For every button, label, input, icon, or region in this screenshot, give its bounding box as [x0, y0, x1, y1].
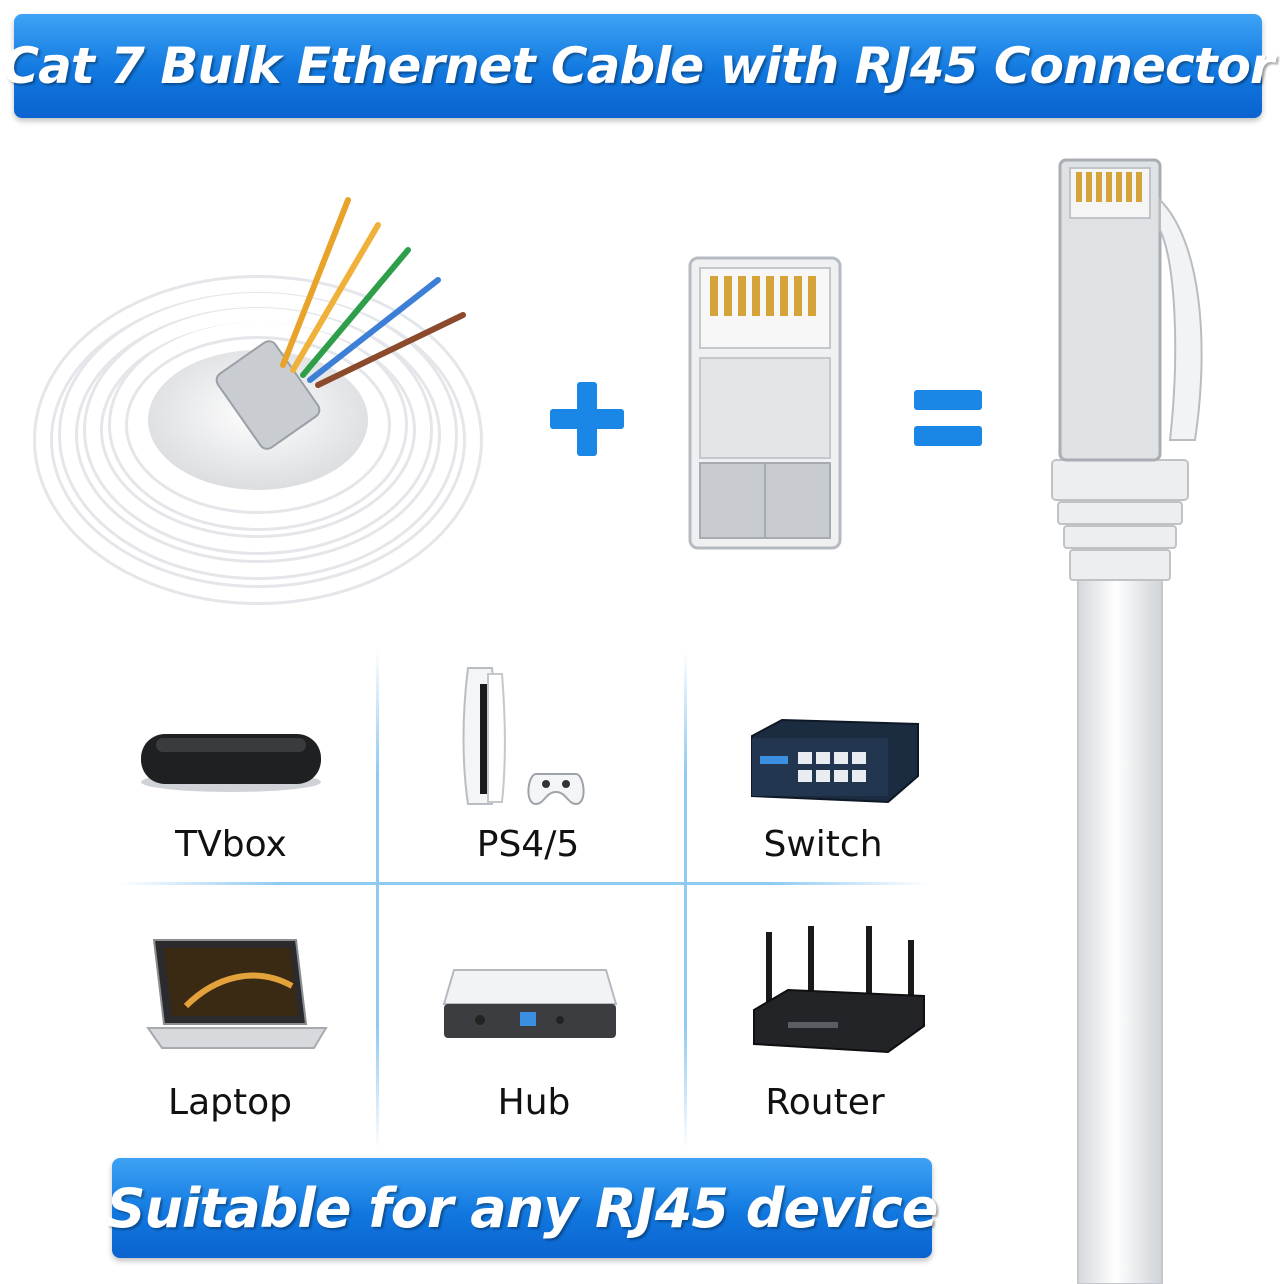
cable-coil-image — [33, 197, 483, 605]
router-icon — [753, 926, 925, 1054]
grid-divider-horizontal — [120, 882, 930, 885]
game-console-icon — [462, 667, 585, 806]
page-title: Cat 7 Bulk Ethernet Cable with RJ45 Conn… — [2, 37, 1274, 95]
laptop-icon — [146, 939, 328, 1049]
ethernet-cable-end-image — [1051, 158, 1203, 1284]
device-label-router: Router — [765, 1082, 885, 1123]
rj45-connector-image — [688, 256, 842, 550]
device-label-switch: Switch — [763, 824, 883, 865]
device-label-tvbox: TVbox — [175, 824, 287, 865]
tvbox-icon — [141, 734, 321, 792]
device-label-ps45: PS4/5 — [476, 824, 580, 865]
grid-divider-vertical-1 — [376, 650, 379, 1150]
plus-icon — [550, 382, 624, 456]
grid-divider-vertical-2 — [684, 650, 687, 1150]
title-banner: Cat 7 Bulk Ethernet Cable with RJ45 Conn… — [2, 14, 1275, 118]
device-label-hub: Hub — [497, 1082, 571, 1123]
tagline-banner: Suitable for any RJ45 device — [107, 1158, 938, 1258]
hub-icon — [442, 969, 618, 1038]
equals-icon — [914, 390, 982, 446]
device-label-laptop: Laptop — [168, 1082, 292, 1123]
tagline-text: Suitable for any RJ45 device — [106, 1176, 939, 1240]
network-switch-icon — [751, 718, 919, 804]
